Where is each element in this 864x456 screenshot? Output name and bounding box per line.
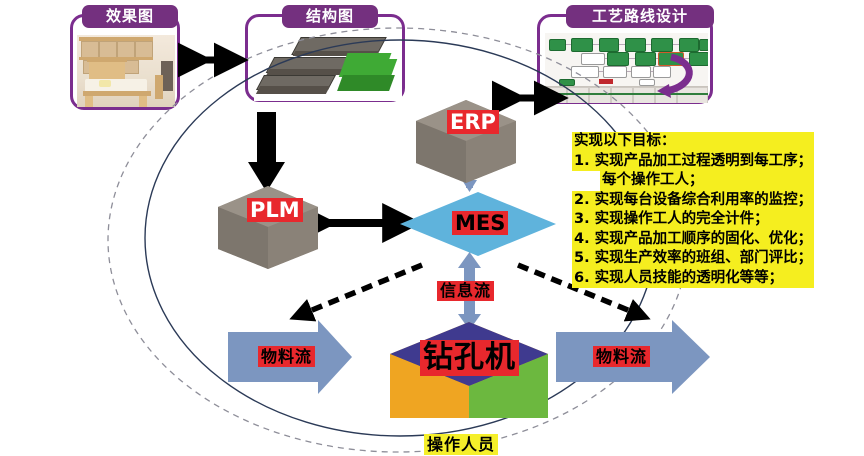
panel-rendering[interactable]: 效果图 (70, 5, 180, 110)
label-plm: PLM (247, 198, 303, 222)
goal-item: 1. 实现产品加工过程透明到每工序； (572, 151, 815, 171)
goal-item: 2. 实现每台设备综合利用率的监控； (572, 190, 815, 210)
label-material-flow-left: 物料流 (258, 346, 316, 367)
arrow-mes-material-right (516, 262, 651, 322)
arrow-structure-plm (248, 112, 285, 192)
goal-item: 5. 实现生产效率的班组、部门评比； (572, 249, 815, 269)
goal-item: 3. 实现操作工人的完全计件； (572, 210, 815, 230)
label-material-flow-right: 物料流 (593, 346, 651, 367)
label-information-flow: 信息流 (437, 281, 495, 301)
goal-item: 4. 实现产品加工顺序的固化、优化； (572, 229, 815, 249)
node-plm-cube[interactable] (218, 186, 318, 269)
label-erp: ERP (447, 110, 499, 134)
goals-box: 实现以下目标： 1. 实现产品加工过程透明到每工序； 每个操作工人； 2. 实现… (572, 132, 815, 288)
cad-exploded-view (254, 33, 402, 101)
bedroom-photo (77, 35, 175, 107)
panel-structure[interactable]: 结构图 (245, 5, 405, 102)
arrow-mes-material-left (289, 262, 424, 322)
label-mes: MES (452, 211, 509, 235)
label-drilling-machine: 钻孔机 (420, 340, 519, 376)
process-flow-table (545, 33, 708, 103)
panel-title-structure: 结构图 (282, 5, 378, 28)
label-operators: 操作人员 (424, 434, 499, 455)
goals-heading: 实现以下目标： (572, 132, 815, 152)
panel-title-rendering: 效果图 (82, 5, 178, 28)
goal-item: 6. 实现人员技能的透明化等等； (572, 268, 815, 288)
goal-item: 每个操作工人； (600, 171, 815, 191)
panel-title-process: 工艺路线设计 (566, 5, 714, 28)
